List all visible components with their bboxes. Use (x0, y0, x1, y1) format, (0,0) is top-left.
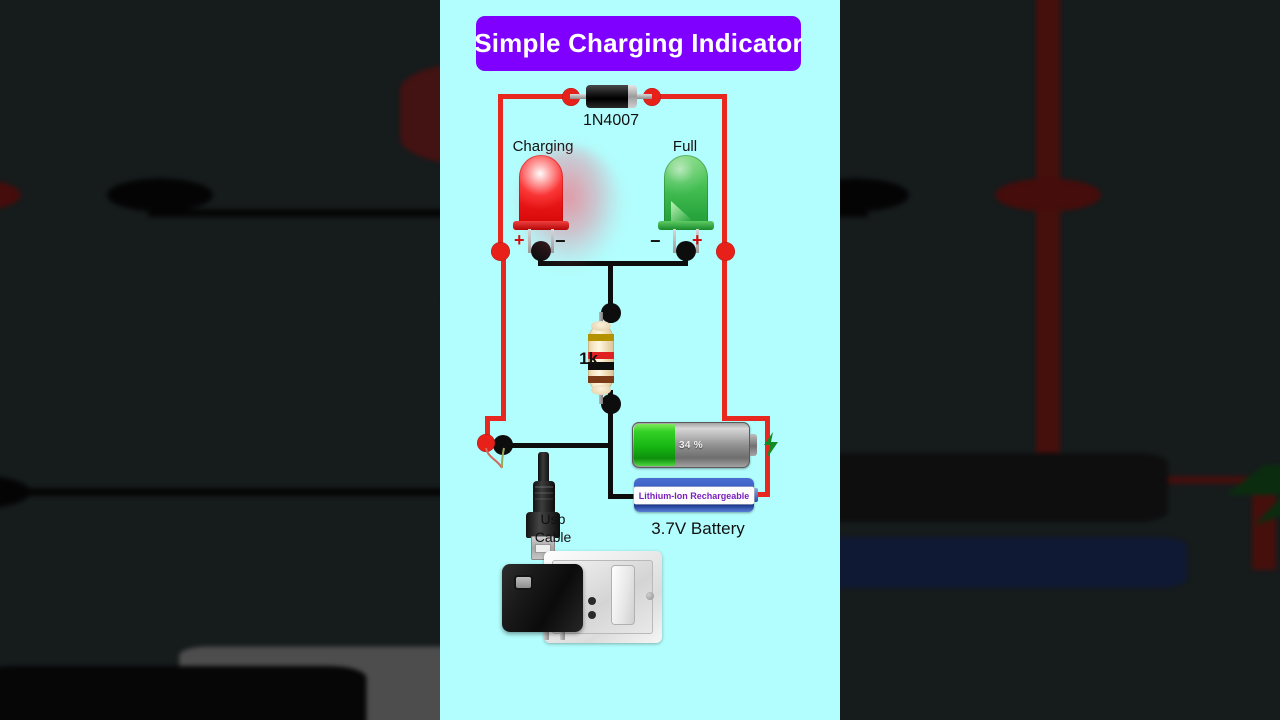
resistor-band-3 (588, 362, 614, 370)
battery-caption: 3.7V Battery (651, 519, 745, 538)
wire-right-down (722, 252, 727, 420)
wire-resistor-to-node (608, 390, 613, 446)
bolt-glyph (764, 432, 778, 458)
usb-connector-boot (533, 481, 555, 515)
diagram-card: Simple Charging Indicator (440, 0, 840, 720)
diode-lead-left (570, 94, 588, 99)
usb-connector-head (526, 512, 560, 538)
node-usb-positive (477, 434, 495, 452)
node-diode-cathode (643, 88, 661, 106)
wire-bus-to-resistor (608, 261, 613, 323)
wire-top-right (648, 94, 727, 99)
wire-battery-plus (750, 492, 770, 497)
resistor-lead-bottom (599, 388, 603, 404)
resistor-band-4 (588, 376, 614, 383)
led-red-dome (519, 155, 563, 227)
page-title: Simple Charging Indicator (474, 16, 803, 71)
node-resistor-bottom (601, 394, 621, 414)
usb-cable-sheath (538, 452, 549, 486)
adapter-usb-port (516, 577, 531, 588)
led-red-charging (513, 155, 569, 253)
node-usb-negative (493, 435, 513, 455)
wire-cathode-bus (538, 261, 688, 266)
battery-cell-terminal (752, 488, 758, 502)
led-green-anode-lead (696, 229, 699, 253)
wire-top-left (498, 94, 574, 99)
diode-lead-right (636, 94, 652, 99)
socket-neutral-hole (588, 597, 596, 605)
led-red-plus-symbol: + (514, 230, 525, 250)
resistor-band-1 (588, 334, 614, 341)
wire-left-rail (498, 94, 503, 252)
socket-screw (646, 592, 654, 600)
led-green-label: Full (672, 138, 698, 155)
led-green-plus-symbol: + (692, 230, 703, 250)
wire-right-jog (722, 416, 770, 421)
led-red-anode-lead (528, 229, 531, 253)
led-red-label: Charging (512, 138, 574, 155)
resistor-band-2 (588, 352, 614, 359)
usb-cable-label: Usb Cable (518, 510, 588, 546)
wire-left-jog (485, 416, 506, 421)
led-red-flange (513, 221, 569, 230)
wire-node-to-battery-neg (608, 443, 613, 498)
node-resistor-top (601, 303, 621, 323)
charging-bolt-icon (762, 432, 780, 458)
led-red-minus-symbol: − (555, 231, 566, 251)
wire-node-to-usb (502, 443, 613, 448)
led-red-cathode-lead (551, 229, 554, 253)
page-title-text: Simple Charging Indicator (474, 28, 803, 58)
node-red-led-cathode (531, 241, 551, 261)
resistor-lead-top (599, 312, 603, 328)
battery-positive-cap (750, 434, 757, 456)
wire-left-to-usb (485, 416, 490, 444)
resistor-body (588, 321, 614, 395)
node-green-led-cathode (676, 241, 696, 261)
usb-cable-label-line1: Usb (540, 511, 566, 527)
battery-fill (634, 424, 675, 466)
led-green-flange (658, 221, 714, 230)
wire-battery-neg (608, 494, 638, 499)
led-green-dome (664, 155, 708, 227)
socket-rocker-switch[interactable] (612, 566, 634, 624)
resistor-label: 1k (579, 349, 598, 368)
node-green-led-anode (716, 242, 735, 261)
node-red-led-anode (491, 242, 510, 261)
diode-label: 1N4007 (582, 112, 640, 129)
led-green-minus-symbol: − (650, 231, 661, 251)
usb-cable-label-line2: Cable (534, 529, 572, 545)
diode-body (586, 85, 636, 108)
usb-wire-strands (485, 447, 505, 469)
wire-left-down (501, 252, 506, 420)
battery-percent-label: 34 % (679, 439, 703, 451)
battery-gauge: 34 % (632, 422, 750, 468)
led-green-full (658, 155, 714, 253)
battery-chemistry-label: Lithium-Ion Rechargeable (634, 487, 754, 504)
diode-cathode-band (628, 85, 637, 108)
wire-right-rail (722, 94, 727, 252)
led-green-cathode-lead (673, 229, 676, 253)
usb-wall-adapter (502, 564, 583, 632)
socket-small-hole-right (588, 611, 596, 619)
